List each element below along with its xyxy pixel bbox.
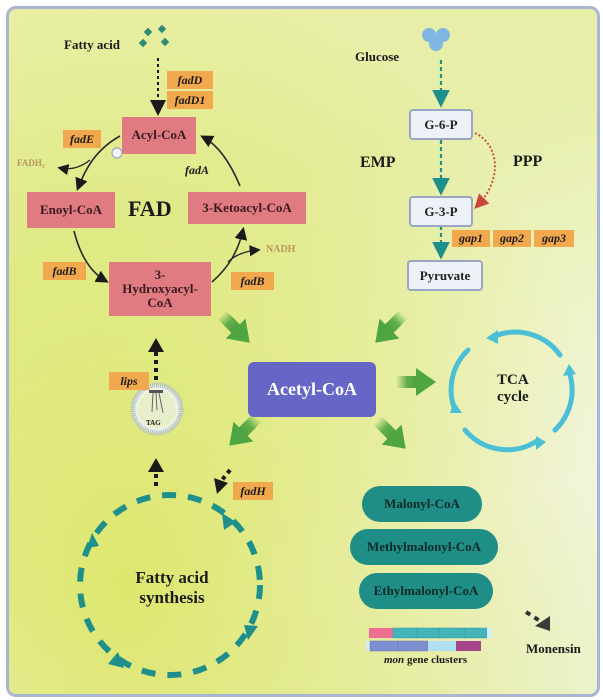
gene-fadD1: fadD1	[167, 91, 213, 109]
gene-lips: lips	[109, 372, 149, 390]
node-acyl-coa: Acyl-CoA	[122, 117, 196, 154]
monensin-arrow	[524, 610, 542, 623]
precursor-methylmalonyl-coa: Methylmalonyl-CoA	[350, 529, 498, 565]
acetyl-to-tca-arrow	[396, 368, 436, 396]
fad-cycle-label: FAD	[128, 196, 172, 221]
precursor-ethylmalonyl-coa: Ethylmalonyl-CoA	[359, 573, 493, 609]
tca-cycle-icon	[448, 329, 575, 453]
hydroxyacyl-line2: Hydroxyacyl-	[122, 280, 198, 296]
gene-fadD: fadD	[167, 71, 213, 89]
tag-to-fad-arrowhead	[148, 338, 164, 352]
gene-fadB-right: fadB	[231, 272, 274, 290]
mon-italic: mon	[384, 654, 405, 666]
mon-gene-cluster-icon	[366, 627, 492, 652]
pyruvate-to-acetyl-arrow	[375, 310, 408, 343]
monensin-arrowhead	[535, 616, 550, 631]
hydroxyacyl-line1: 3-	[154, 266, 166, 282]
gene-fadH: fadH	[233, 482, 273, 500]
gene-fadE: fadE	[63, 130, 101, 148]
fatty-acid-icon	[138, 24, 170, 48]
tca-line1: TCA	[497, 372, 529, 388]
monensin-label: Monensin	[526, 641, 581, 656]
diagram-frame	[6, 6, 600, 697]
gene-gap2: gap2	[493, 230, 531, 247]
fas-cycle-ring	[77, 492, 263, 678]
cofactor-fadh2: FADH₂	[17, 158, 45, 168]
ppp-arrow	[474, 132, 496, 209]
node-g3p: G-3-P	[409, 196, 473, 227]
precursor-malonyl-coa: Malonyl-CoA	[362, 486, 482, 522]
ppp-label: PPP	[513, 153, 543, 170]
tca-line2: cycle	[497, 389, 529, 406]
node-pyruvate: Pyruvate	[407, 260, 483, 291]
gene-gap1: gap1	[452, 230, 490, 247]
acetyl-to-precursors-arrow	[373, 416, 406, 449]
fas-line2: synthesis	[139, 588, 205, 608]
fadH-arrowhead	[214, 478, 228, 494]
fatty-acid-label: Fatty acid	[64, 37, 120, 52]
emp-label: EMP	[360, 154, 396, 171]
mon-gene-cluster-label: mon gene clusters	[384, 654, 467, 666]
fadE-junction-icon	[111, 147, 123, 159]
hydroxyacyl-line3: CoA	[147, 295, 173, 311]
nadh-branch-arrow	[227, 245, 261, 263]
node-3-ketoacyl-coa: 3-Ketoacyl-CoA	[188, 192, 306, 224]
tag-label: TAG	[146, 419, 161, 427]
fas-to-tag-arrowhead	[148, 458, 164, 472]
fadA-arrow	[200, 135, 241, 187]
node-enoyl-coa: Enoyl-CoA	[27, 192, 115, 228]
cofactor-nadh: NADH	[266, 244, 296, 255]
tca-arrowheads	[450, 330, 576, 450]
tca-cycle-label: TCA cycle	[497, 372, 529, 407]
node-3-hydroxyacyl-coa: 3- Hydroxyacyl- CoA	[109, 262, 211, 316]
fas-cycle-arrowheads	[87, 513, 258, 668]
tag-vesicle-icon	[130, 382, 184, 436]
fad-to-acetyl-arrow	[217, 310, 250, 343]
node-g6p: G-6-P	[409, 109, 473, 140]
mon-rest: gene clusters	[404, 654, 468, 666]
enoyl-to-hydroxy-arrow	[73, 230, 109, 283]
fadh2-branch-arrow	[57, 159, 91, 176]
node-acetyl-coa: Acetyl-CoA	[248, 362, 376, 417]
acetyl-to-fas-arrow	[229, 413, 262, 446]
gene-fadA: fadA	[185, 163, 209, 177]
fadE-arrow	[75, 135, 121, 191]
glucose-icon	[422, 28, 450, 51]
fas-label: Fatty acid synthesis	[112, 568, 232, 609]
glucose-label: Glucose	[355, 49, 400, 64]
fadH-arrow	[220, 468, 232, 482]
gene-gap3: gap3	[534, 230, 574, 247]
gene-fadB-left: fadB	[43, 262, 86, 280]
fas-line1: Fatty acid	[135, 568, 209, 587]
